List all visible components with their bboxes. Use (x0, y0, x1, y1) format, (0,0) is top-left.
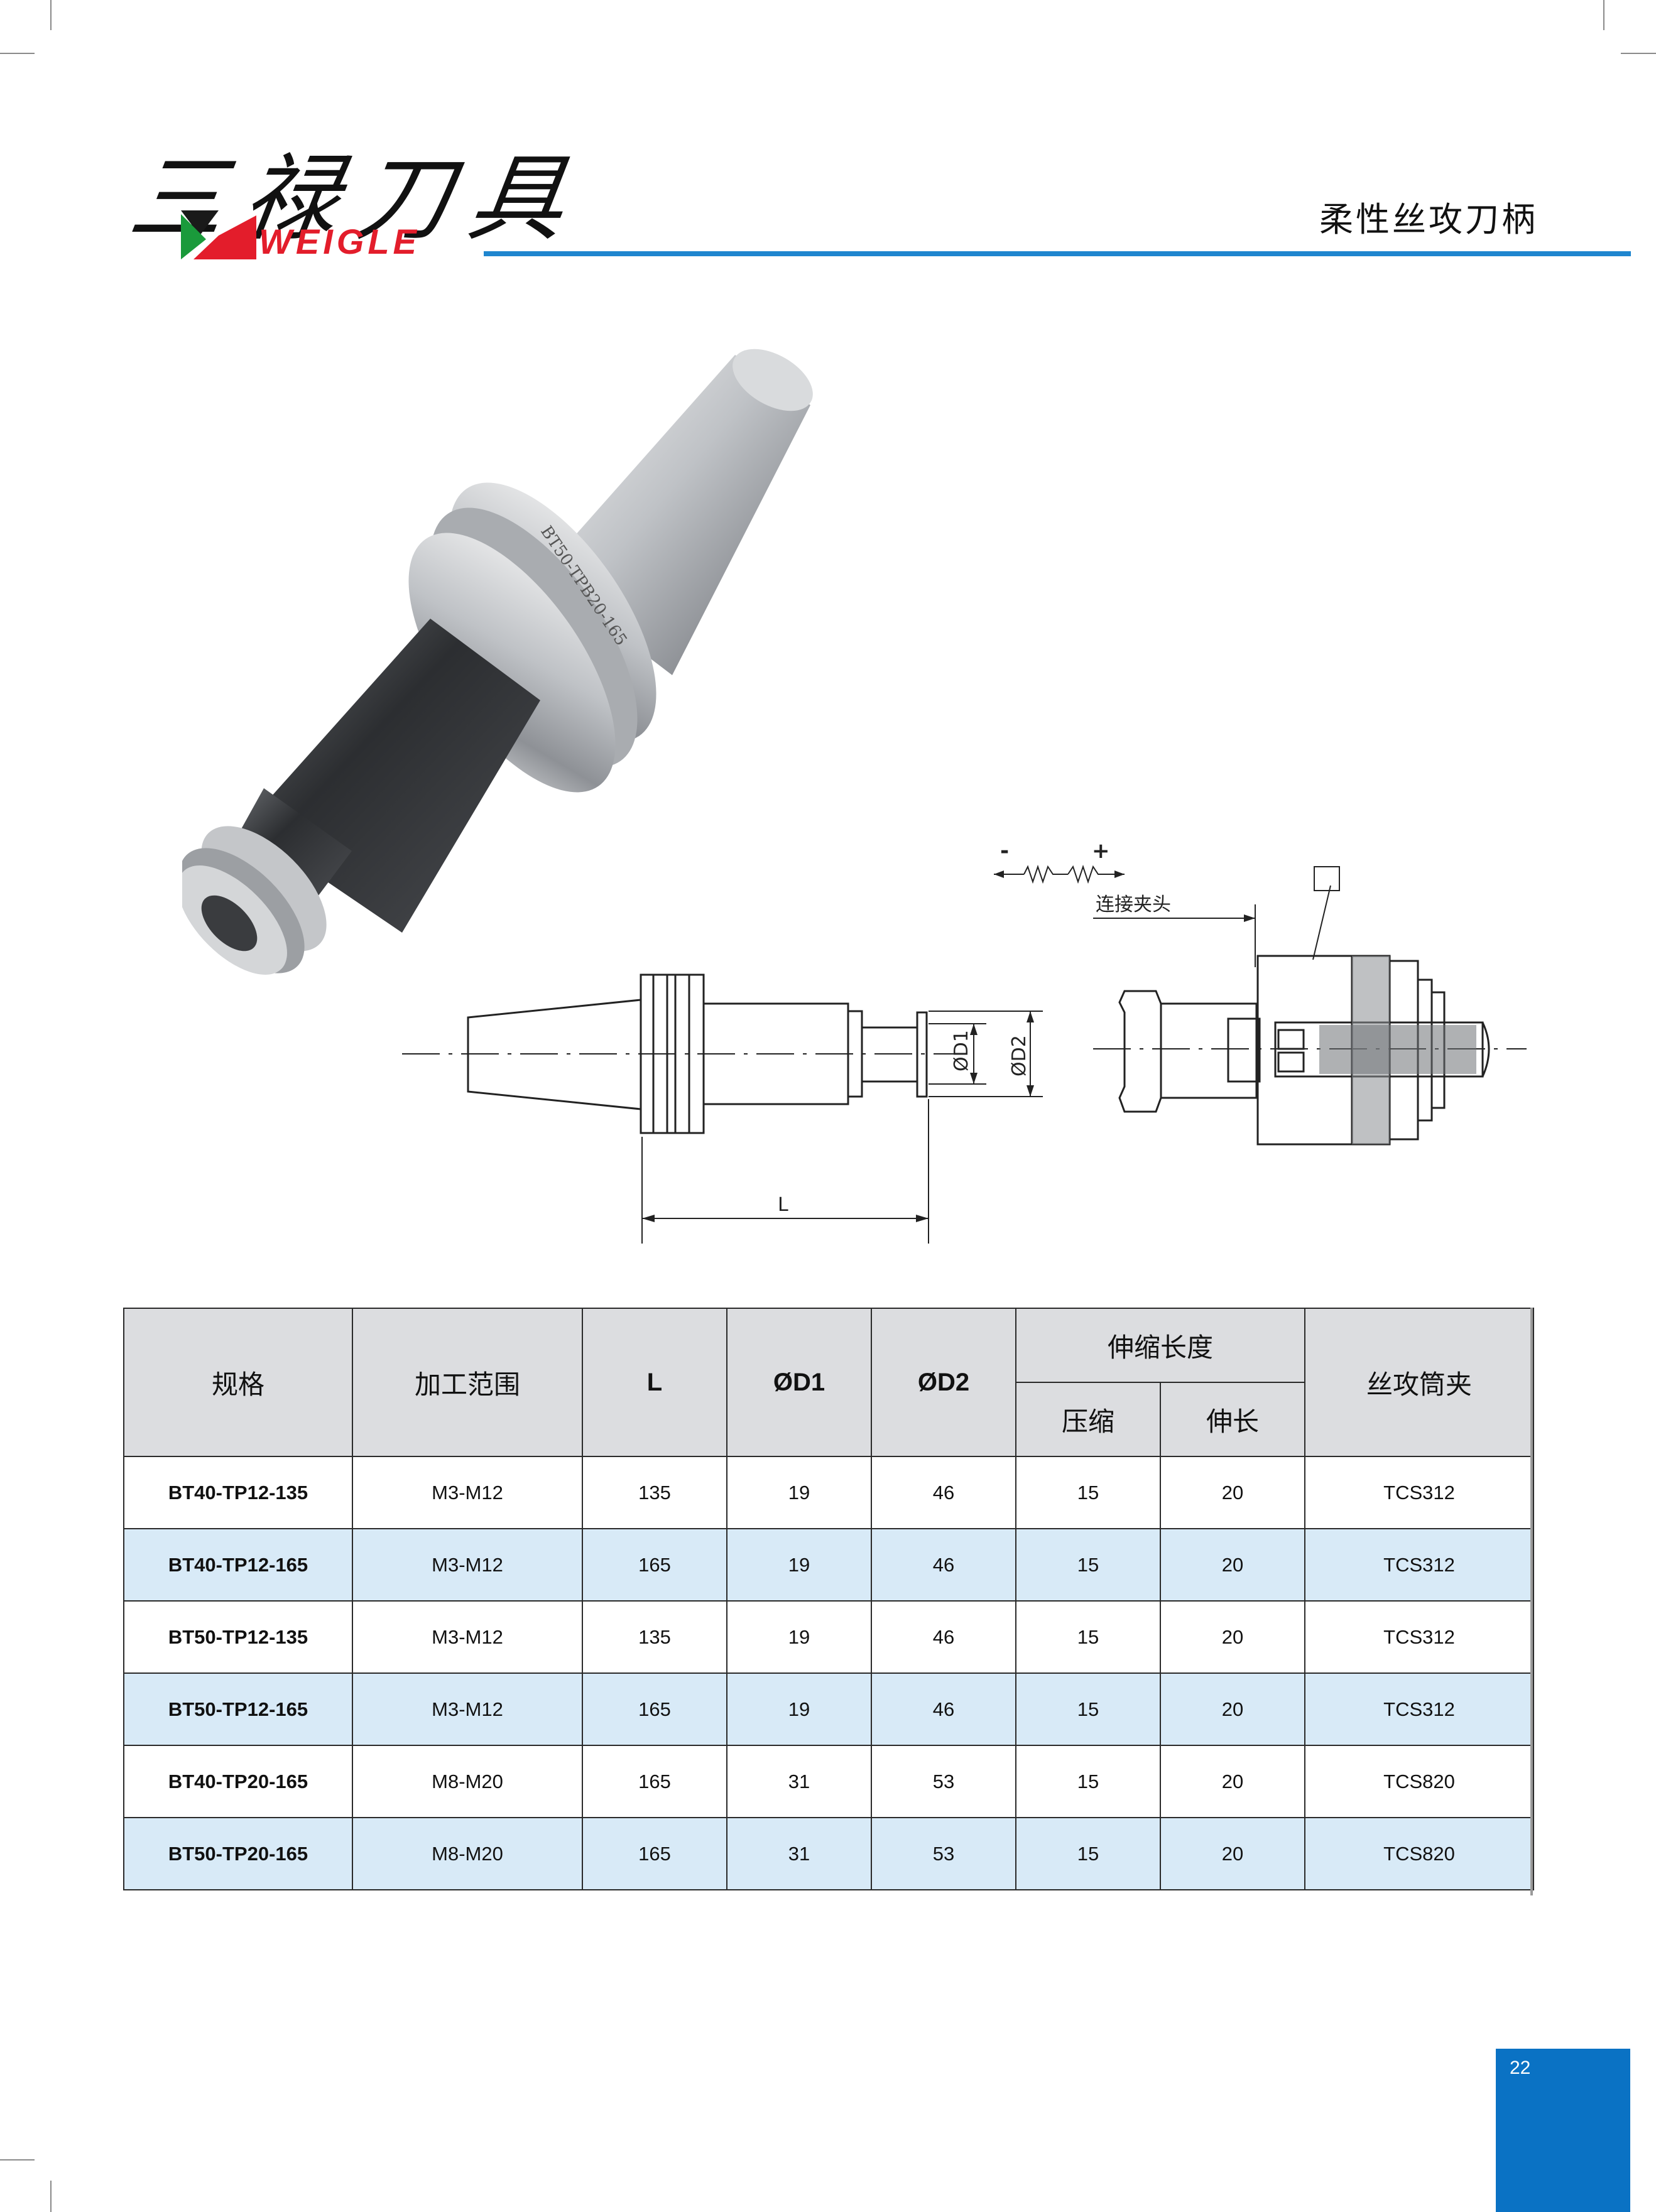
cell-compress: 15 (1015, 1600, 1161, 1674)
header-range: 加工范围 (352, 1308, 583, 1457)
cell-l: 135 (582, 1456, 727, 1529)
cell-range: M8-M20 (352, 1745, 583, 1818)
cell-d2: 46 (871, 1456, 1016, 1529)
table-row: BT50-TP20-165 M8-M20 165 31 53 15 20 TCS… (123, 1817, 1535, 1890)
cell-compress: 15 (1015, 1817, 1161, 1890)
cell-d1: 19 (726, 1456, 872, 1529)
cell-compress: 15 (1015, 1673, 1161, 1746)
header-compress: 压缩 (1015, 1382, 1161, 1457)
cell-d1: 31 (726, 1745, 872, 1818)
header-collet: 丝攻筒夹 (1304, 1308, 1535, 1457)
header-d2: ØD2 (871, 1308, 1016, 1457)
cell-model: BT40-TP20-165 (123, 1745, 353, 1818)
cell-model: BT50-TP12-165 (123, 1673, 353, 1746)
header-extend: 伸长 (1159, 1382, 1306, 1457)
header-spec: 规格 (123, 1308, 353, 1457)
header-rule (484, 251, 1631, 256)
stroke-minus: - (1000, 838, 1009, 864)
cell-collet: TCS820 (1304, 1745, 1535, 1818)
cell-d2: 46 (871, 1528, 1016, 1602)
connection-label: 连接夹头 (1096, 894, 1171, 916)
cell-collet: TCS312 (1304, 1600, 1535, 1674)
table-row: BT40-TP12-135 M3-M12 135 19 46 15 20 TCS… (123, 1456, 1535, 1529)
spec-table: 规格 加工范围 L ØD1 ØD2 伸缩长度 丝攻筒夹 压缩 伸长 BT40-T… (123, 1308, 1535, 1890)
cell-extend: 20 (1159, 1456, 1306, 1529)
cell-compress: 15 (1015, 1528, 1161, 1602)
table-shadow (1530, 1308, 1533, 1895)
table-row: BT50-TP12-165 M3-M12 165 19 46 15 20 TCS… (123, 1673, 1535, 1746)
cell-range: M3-M12 (352, 1528, 583, 1602)
table-row: BT40-TP20-165 M8-M20 165 31 53 15 20 TCS… (123, 1745, 1535, 1818)
cell-extend: 20 (1159, 1528, 1306, 1602)
cell-collet: TCS312 (1304, 1456, 1535, 1529)
dim-l-label: L (778, 1194, 788, 1216)
cell-l: 165 (582, 1817, 727, 1890)
cell-extend: 20 (1159, 1600, 1306, 1674)
cell-d1: 19 (726, 1528, 872, 1602)
cell-compress: 15 (1015, 1745, 1161, 1818)
page-title: 柔性丝攻刀柄 (1319, 200, 1538, 239)
header-l: L (582, 1308, 727, 1457)
cell-extend: 20 (1159, 1673, 1306, 1746)
cell-range: M3-M12 (352, 1600, 583, 1674)
cell-d2: 46 (871, 1673, 1016, 1746)
cell-collet: TCS312 (1304, 1528, 1535, 1602)
cell-model: BT50-TP20-165 (123, 1817, 353, 1890)
brand-name-english: WEIGLE (259, 222, 420, 261)
cell-model: BT50-TP12-135 (123, 1600, 353, 1674)
cell-collet: TCS820 (1304, 1817, 1535, 1890)
cell-d1: 31 (726, 1817, 872, 1890)
crop-mark (1603, 0, 1604, 30)
header-stroke: 伸缩长度 (1015, 1308, 1306, 1383)
crop-mark (0, 53, 35, 54)
cell-l: 165 (582, 1745, 727, 1818)
cell-collet: TCS312 (1304, 1673, 1535, 1746)
cell-compress: 15 (1015, 1456, 1161, 1529)
dim-d2-label: ØD2 (1008, 1035, 1030, 1076)
cell-l: 135 (582, 1600, 727, 1674)
cell-range: M3-M12 (352, 1673, 583, 1746)
table-row: BT40-TP12-165 M3-M12 165 19 46 15 20 TCS… (123, 1528, 1535, 1602)
weigle-logo-icon (181, 210, 256, 259)
page-number: 22 (1510, 2057, 1531, 2078)
cell-range: M3-M12 (352, 1456, 583, 1529)
cell-model: BT40-TP12-135 (123, 1456, 353, 1529)
crop-mark (50, 2181, 52, 2212)
crop-mark (50, 0, 52, 30)
page-number-tab: 22 (1496, 2049, 1630, 2212)
cell-extend: 20 (1159, 1817, 1306, 1890)
cell-d2: 53 (871, 1817, 1016, 1890)
holder-drawing: L ØD1 ØD2 - + 连接夹头 (402, 838, 1527, 1244)
cell-model: BT40-TP12-165 (123, 1528, 353, 1602)
cell-l: 165 (582, 1673, 727, 1746)
crop-mark (1621, 53, 1656, 54)
cell-d1: 19 (726, 1600, 872, 1674)
table-row: BT50-TP12-135 M3-M12 135 19 46 15 20 TCS… (123, 1600, 1535, 1674)
cell-extend: 20 (1159, 1745, 1306, 1818)
stroke-plus: + (1092, 838, 1110, 864)
cell-d1: 19 (726, 1673, 872, 1746)
product-photo: BT50-TPB20-165 (182, 349, 813, 975)
cell-range: M8-M20 (352, 1817, 583, 1890)
cell-l: 165 (582, 1528, 727, 1602)
dim-d1-label: ØD1 (951, 1030, 972, 1071)
cell-d2: 46 (871, 1600, 1016, 1674)
cell-d2: 53 (871, 1745, 1016, 1818)
crop-mark (0, 2159, 35, 2160)
header-d1: ØD1 (726, 1308, 872, 1457)
